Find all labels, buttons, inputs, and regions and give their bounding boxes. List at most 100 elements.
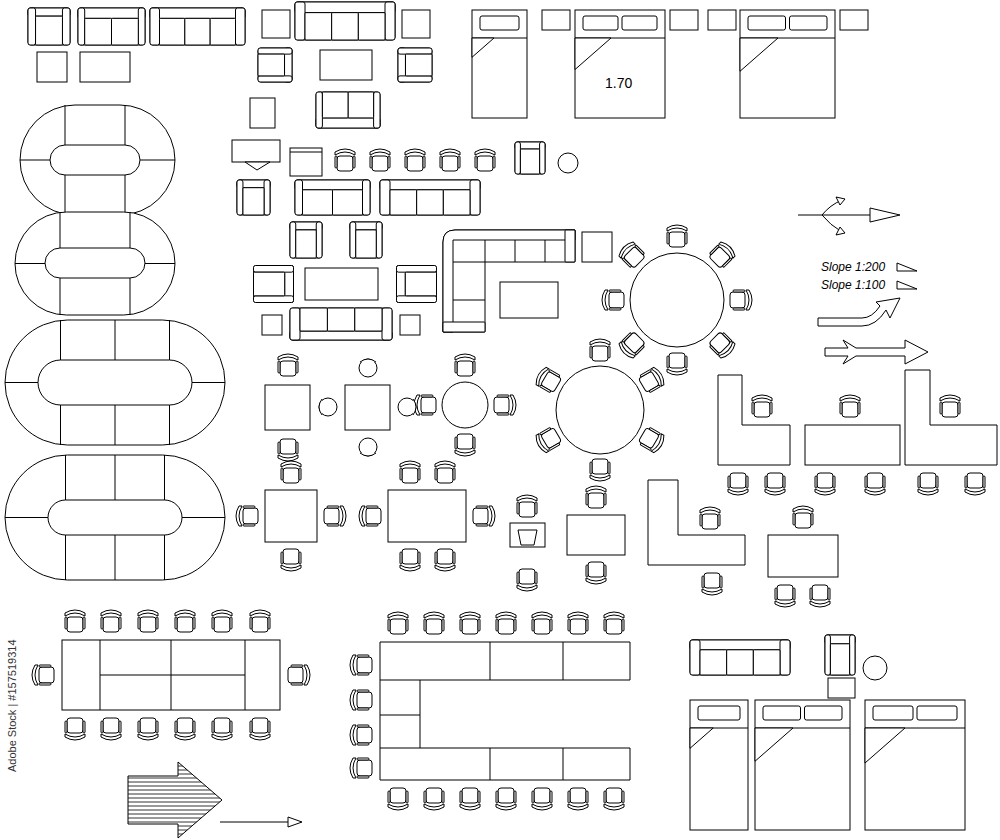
chair-symbol (435, 461, 455, 483)
chair-arm (833, 476, 835, 488)
armchair-symbol (237, 180, 270, 215)
table-edge (290, 152, 322, 153)
armchair-symbol (515, 142, 545, 174)
chair-symbol (455, 434, 475, 456)
chair-symbol (65, 718, 85, 740)
chair-symbol (617, 240, 647, 270)
side-table (400, 315, 420, 335)
bed-pillow (583, 16, 618, 30)
chair-arm (296, 361, 298, 373)
chair-arm (370, 156, 372, 168)
sofa-cushion (355, 308, 382, 331)
blanket-fold (472, 38, 494, 57)
chair-arm (39, 683, 51, 685)
armchair-arm (540, 142, 545, 174)
round-table (442, 382, 488, 428)
chair-arm (604, 565, 606, 577)
drawing (5, 2, 997, 838)
chair-arm (586, 493, 588, 505)
armchair-arm (237, 180, 243, 215)
chair-symbol (370, 149, 390, 171)
chair-arm (39, 665, 51, 667)
sofa-cushion (322, 92, 348, 118)
chair-arm (291, 683, 303, 685)
bed-symbol (865, 700, 965, 830)
chair-back (793, 506, 813, 512)
sofa-cushion (305, 13, 332, 40)
chair-arm (138, 721, 140, 733)
chair-arm (366, 506, 378, 508)
stool-seat (398, 398, 416, 416)
chair-symbol (236, 506, 258, 526)
sofa-cushion (185, 18, 210, 45)
chair-arm (535, 572, 537, 584)
chair-arm (418, 552, 420, 564)
sofa-cushion (112, 18, 139, 45)
chair-symbol (32, 665, 54, 685)
chair-back (496, 612, 516, 618)
sofa-symbol (690, 640, 790, 675)
oval-sofa-symbol (15, 212, 175, 315)
chair-symbol (475, 149, 495, 171)
chair-arm (604, 791, 606, 803)
split-arrow (825, 340, 928, 364)
chair-arm (733, 290, 745, 292)
chair-symbol (590, 339, 610, 361)
arrow-shaft (220, 822, 288, 823)
side-table (37, 52, 67, 82)
chair-seat (407, 156, 423, 171)
chair-back (400, 565, 420, 571)
armchair-arm (258, 76, 292, 82)
stool-symbol (359, 438, 377, 456)
oval-division (60, 278, 61, 315)
chair-back (350, 758, 356, 778)
chair-arm (710, 345, 720, 355)
coffee-table (80, 52, 130, 82)
chair-arm (608, 462, 610, 474)
armchair-symbol (397, 266, 437, 303)
chair-arm (268, 617, 270, 629)
sofa-arm (295, 180, 303, 215)
stool-back (360, 359, 376, 362)
oval-division (169, 405, 170, 445)
chair-arm (400, 552, 402, 564)
bed-symbol (690, 700, 748, 830)
oval-division (65, 105, 66, 145)
sofa-cushion (210, 18, 235, 45)
chair-arm (243, 524, 255, 526)
chair-seat (606, 788, 622, 803)
chair-back (617, 342, 635, 360)
stool-seat (359, 438, 377, 456)
armchair-arm (397, 266, 437, 273)
u-table-symbol (380, 642, 630, 780)
bed-pillow (763, 706, 801, 720)
bed-frame (865, 700, 965, 830)
chair-arm (424, 619, 426, 631)
watermark-label: Adobe Stock | #157519314 (6, 639, 18, 772)
chair-arm (101, 721, 103, 733)
chair-back (651, 366, 666, 386)
chair-arm (733, 308, 745, 310)
square-table (265, 385, 310, 430)
chair-back (138, 734, 158, 740)
oval-inner (38, 360, 192, 405)
chair-arm (435, 552, 437, 564)
oval-division (115, 405, 116, 445)
oval-division (164, 535, 165, 580)
chair-symbol (101, 718, 121, 740)
chair-arm (406, 619, 408, 631)
chair-symbol (350, 725, 372, 745)
chair-seat (402, 468, 418, 483)
chair-symbol (728, 473, 748, 495)
chair-arm (568, 791, 570, 803)
chair-arm (746, 476, 748, 488)
chair-symbol (455, 354, 475, 376)
chair-back (728, 489, 748, 495)
bed-frame (755, 700, 850, 830)
chair-symbol (278, 354, 298, 376)
sofa-cushion (85, 18, 112, 45)
chair-arm (775, 588, 777, 600)
chair-arm (156, 617, 158, 629)
bed-symbol (755, 700, 850, 830)
armchair-frame (350, 222, 382, 258)
